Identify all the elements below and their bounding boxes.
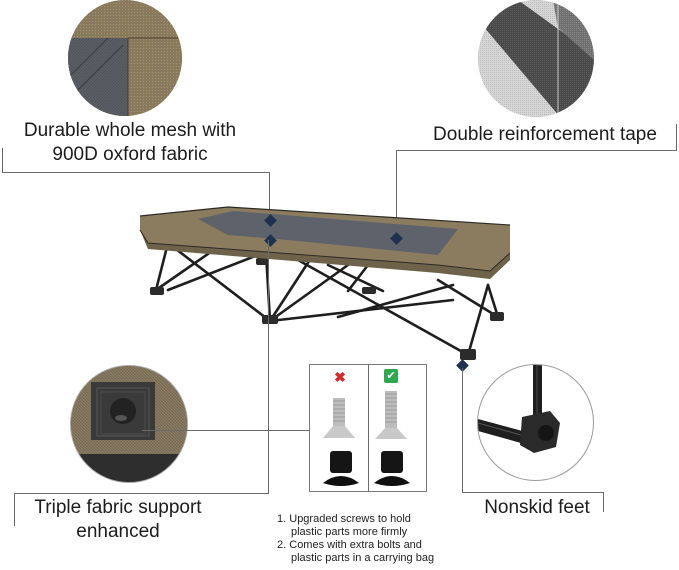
mesh-connector-bottom bbox=[2, 172, 270, 173]
tape-connector-right bbox=[676, 124, 677, 150]
support-callout-line1: Triple fabric support bbox=[34, 497, 202, 518]
correct-mark-icon: ✔ bbox=[384, 369, 398, 383]
mesh-connector-down bbox=[269, 172, 270, 220]
upgrade-notes-list: 1. Upgraded screws to hold plastic parts… bbox=[277, 513, 434, 565]
note-item-1-cont: plastic parts more firmly bbox=[291, 526, 408, 538]
screw-comparison-panel: ✖ ✔ bbox=[309, 364, 427, 492]
mesh-connector-left bbox=[2, 148, 3, 173]
support-callout-line2: enhanced bbox=[76, 521, 160, 542]
mesh-callout-line1: Durable whole mesh with bbox=[23, 120, 237, 141]
feet-connector-right bbox=[603, 492, 604, 512]
screws-and-caps-icon bbox=[323, 391, 410, 486]
fabric-support-closeup-icon bbox=[70, 365, 188, 483]
tape-connector-down bbox=[396, 150, 397, 238]
feet-connector-down bbox=[462, 368, 463, 493]
fabric-mesh-closeup-icon bbox=[68, 0, 182, 116]
note-item-2-cont: plastic parts in a carrying bag bbox=[291, 552, 435, 564]
support-connector-vertical bbox=[268, 240, 269, 494]
wrong-mark-icon: ✖ bbox=[334, 369, 346, 385]
mesh-callout-line2: 900D oxford fabric bbox=[52, 144, 208, 165]
elevated-pet-cot-image bbox=[138, 205, 511, 375]
panel-divider bbox=[368, 365, 369, 491]
tape-connector-top bbox=[396, 150, 677, 151]
feet-callout-line1: Nonskid feet bbox=[484, 497, 590, 518]
reinforcement-tape-closeup-icon bbox=[478, 0, 594, 117]
support-connector-horizontal bbox=[142, 430, 310, 431]
support-connector-bottom bbox=[14, 493, 269, 494]
support-connector-left bbox=[14, 493, 15, 526]
note-item-2: 2. Comes with extra bolts and bbox=[277, 539, 422, 551]
tape-callout-line1: Double reinforcement tape bbox=[433, 124, 657, 145]
nonskid-foot-closeup-icon bbox=[477, 364, 594, 481]
feet-connector-bottom bbox=[462, 492, 604, 493]
note-item-1: 1. Upgraded screws to hold bbox=[277, 513, 411, 525]
